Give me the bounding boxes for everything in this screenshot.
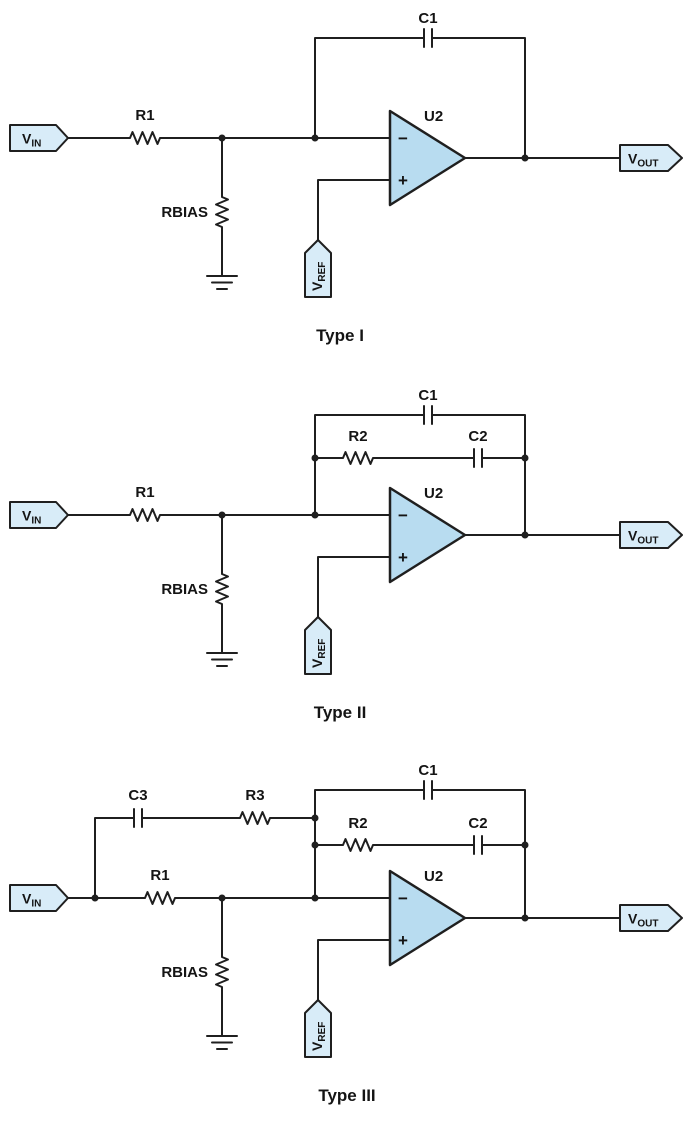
type1-vout-tag: VOUT [619, 144, 683, 172]
type3-capacitor-c2 [473, 835, 483, 855]
type3-label-u2: U2 [424, 868, 443, 885]
type1-label-u2: U2 [424, 108, 443, 125]
type3-label-r2: R2 [348, 815, 367, 832]
vout-tag-label: VOUT [628, 911, 658, 930]
type2-label-rbias: RBIAS [161, 581, 208, 598]
circuit-type-1: VIN VOUT VREF C1 R1 RBIAS U2 − + Type I [9, 10, 683, 345]
vout-tag-label: VOUT [628, 528, 658, 547]
type2-resistor-r1 [126, 508, 164, 522]
junction-dot [311, 894, 319, 902]
vout-tag-shape [619, 521, 683, 549]
vref-tag-label: VREF [309, 262, 328, 291]
type3-vref-tag: VREF [304, 999, 332, 1058]
type3-label-r3: R3 [245, 787, 264, 804]
type1-vref-tag: VREF [304, 239, 332, 298]
type2-label-r2: R2 [348, 428, 367, 445]
type2-vout-tag: VOUT [619, 521, 683, 549]
type3-caption: Type III [318, 1086, 375, 1105]
type2-label-c1: C1 [418, 387, 437, 404]
type3-wires [67, 789, 621, 1037]
opamp-minus-sign: − [398, 506, 408, 525]
type1-caption: Type I [316, 326, 364, 345]
vin-tag-shape [9, 124, 69, 152]
vout-tag-shape [619, 904, 683, 932]
opamp-plus-sign: + [398, 931, 408, 950]
vref-tag-shape [304, 239, 332, 298]
junction-dot [521, 454, 529, 462]
vref-tag-shape [304, 616, 332, 675]
junction-dot [521, 531, 529, 539]
junction-dot [521, 914, 529, 922]
junction-dot [521, 154, 529, 162]
vout-tag-shape [619, 144, 683, 172]
vref-tag-label: VREF [309, 1022, 328, 1051]
type1-wires [67, 37, 621, 277]
opamp-plus-sign: + [398, 171, 408, 190]
type1-capacitor-c1 [423, 28, 433, 48]
type3-label-rbias: RBIAS [161, 964, 208, 981]
type1-resistor-rbias [215, 193, 229, 231]
type3-vout-tag: VOUT [619, 904, 683, 932]
junction-dot [311, 814, 319, 822]
circuit-type-2: VIN VOUT VREF C1 R2 C2 R1 RBIAS U2 − + T… [9, 387, 683, 722]
vin-tag-shape [9, 884, 69, 912]
type1-label-r1: R1 [135, 107, 154, 124]
type3-resistor-r2 [339, 838, 377, 852]
type2-wires [67, 414, 621, 654]
type1-label-rbias: RBIAS [161, 204, 208, 221]
junction-dot [311, 511, 319, 519]
type2-resistor-r2 [339, 451, 377, 465]
junction-dot [311, 454, 319, 462]
type3-vin-tag: VIN [9, 884, 69, 912]
opamp-minus-sign: − [398, 889, 408, 908]
type3-label-c3: C3 [128, 787, 147, 804]
junction-dot [311, 841, 319, 849]
type2-capacitor-c1 [423, 405, 433, 425]
type1-label-c1: C1 [418, 10, 437, 27]
type3-label-c2: C2 [468, 815, 487, 832]
type1-vin-tag: VIN [9, 124, 69, 152]
type2-resistor-rbias [215, 570, 229, 608]
junction-dot [218, 134, 226, 142]
junction-dot [311, 134, 319, 142]
vin-tag-label: VIN [22, 891, 41, 910]
type1-ground-icon [206, 275, 238, 290]
type2-capacitor-c2 [473, 448, 483, 468]
vout-tag-label: VOUT [628, 151, 658, 170]
opamp-minus-sign: − [398, 129, 408, 148]
type3-capacitor-c3 [133, 808, 143, 828]
type2-ground-icon [206, 652, 238, 667]
vin-tag-label: VIN [22, 131, 41, 150]
type3-label-r1: R1 [150, 867, 169, 884]
vref-tag-shape [304, 999, 332, 1058]
junction-dot [218, 511, 226, 519]
vin-tag-label: VIN [22, 508, 41, 527]
junction-dot [521, 841, 529, 849]
type3-resistor-r1 [141, 891, 179, 905]
type2-vin-tag: VIN [9, 501, 69, 529]
type2-opamp-u2 [388, 486, 467, 584]
type3-ground-icon [206, 1035, 238, 1050]
junction-dot [91, 894, 99, 902]
type1-opamp-u2 [388, 109, 467, 207]
vin-tag-shape [9, 501, 69, 529]
type2-label-c2: C2 [468, 428, 487, 445]
type3-resistor-rbias [215, 953, 229, 991]
type2-label-u2: U2 [424, 485, 443, 502]
circuit-type-3: VIN VOUT VREF C1 C3 R3 R2 C2 R1 RBIAS U2… [9, 762, 683, 1105]
type2-vref-tag: VREF [304, 616, 332, 675]
vref-tag-label: VREF [309, 639, 328, 668]
opamp-plus-sign: + [398, 548, 408, 567]
type1-resistor-r1 [126, 131, 164, 145]
junction-dot [218, 894, 226, 902]
type2-label-r1: R1 [135, 484, 154, 501]
type3-label-c1: C1 [418, 762, 437, 779]
type3-resistor-r3 [236, 811, 274, 825]
type3-capacitor-c1 [423, 780, 433, 800]
type3-opamp-u2 [388, 869, 467, 967]
type2-caption: Type II [314, 703, 367, 722]
